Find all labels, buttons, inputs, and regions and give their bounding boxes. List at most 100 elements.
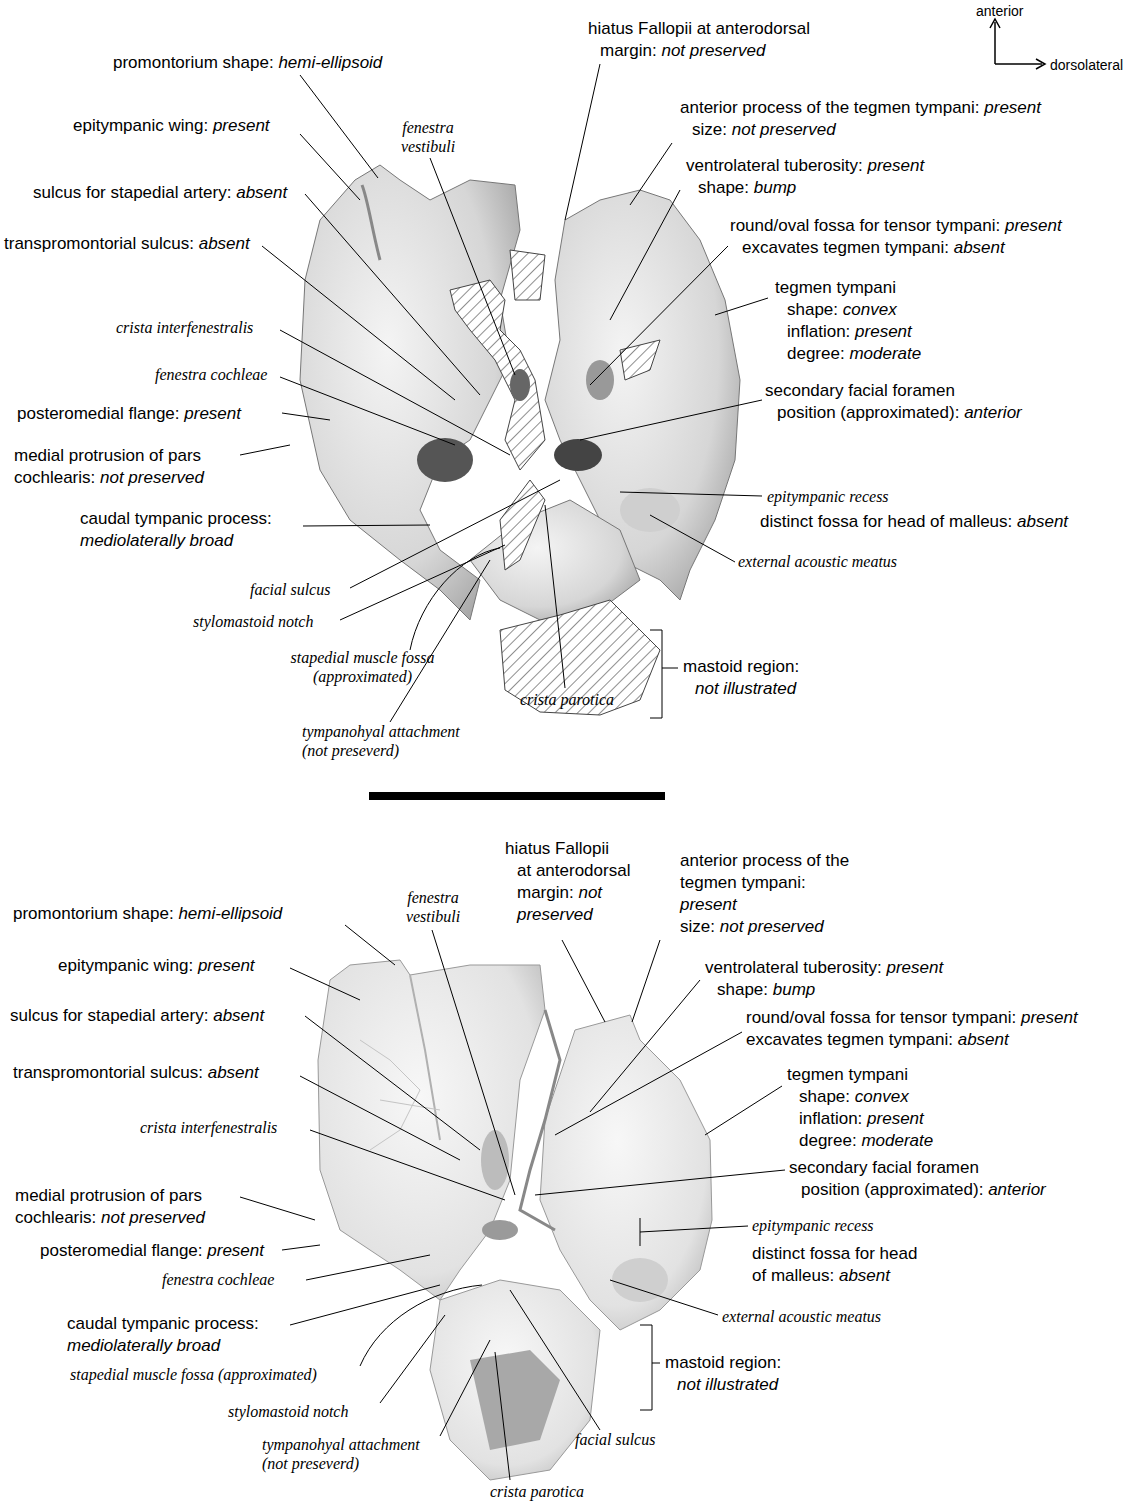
label-line: ventrolateral tuberosity:present: [705, 957, 943, 979]
value-label: bump: [773, 980, 816, 999]
label-group: hiatus Fallopiiat anterodorsalmargin:not…: [505, 838, 645, 926]
value-label: mediolaterally broad: [67, 1336, 220, 1355]
label-line: medial protrusion of pars: [15, 1185, 205, 1207]
part-label: shape:: [799, 1087, 850, 1106]
label-line: caudal tympanic process:: [67, 1313, 259, 1335]
part-label: round/oval fossa for tensor tympani:: [730, 216, 1000, 235]
label-line: epitympanic wing:present: [58, 955, 255, 977]
value-label: not preserved: [101, 1208, 205, 1227]
orientation-arrows: [990, 19, 1045, 69]
value-label: hemi-ellipsoid: [278, 53, 382, 72]
part-label: hiatus Fallopii: [505, 839, 609, 858]
value-label: moderate: [861, 1131, 933, 1150]
label-group: ventrolateral tuberosity:presentshape:bu…: [686, 155, 924, 199]
label-line: crista parotica: [520, 690, 614, 709]
part-label: tegmen tympani: [787, 1065, 908, 1084]
label-group: transpromontorial sulcus: absent: [4, 233, 250, 255]
value-label: tympanohyal attachment (not preseverd): [302, 723, 460, 759]
label-group: medial protrusion of parscochlearis:not …: [15, 1185, 205, 1229]
label-group: facial sulcus: [250, 580, 330, 599]
label-group: sulcus for stapedial artery:absent: [33, 182, 287, 204]
value-label: not preserved: [661, 41, 765, 60]
label-line: cochlearis:not preserved: [15, 1207, 205, 1229]
value-label: absent: [1017, 512, 1068, 531]
label-line: tegmen tympani: [775, 277, 921, 299]
part-label: size:: [692, 120, 727, 139]
label-line: mediolaterally broad: [67, 1335, 259, 1357]
label-line: mediolaterally broad: [80, 530, 272, 552]
part-label: shape:: [717, 980, 768, 999]
label-line: external acoustic meatus: [738, 552, 897, 571]
part-label: ventrolateral tuberosity:: [686, 156, 863, 175]
part-label: transpromontorial sulcus:: [4, 234, 194, 253]
value-label: not preserved: [732, 120, 836, 139]
part-label: caudal tympanic process:: [67, 1314, 259, 1333]
label-group: mastoid region:not illustrated: [683, 656, 799, 700]
part-label: sulcus for stapedial artery:: [33, 183, 231, 202]
part-label: position (approximated):: [801, 1180, 983, 1199]
label-group: external acoustic meatus: [738, 552, 897, 571]
label-line: size: not preserved: [680, 119, 1041, 141]
label-line: external acoustic meatus: [722, 1307, 881, 1326]
value-label: present: [198, 956, 255, 975]
part-label: anterior process of the: [680, 851, 849, 870]
label-line: posteromedial flange:present: [40, 1240, 264, 1262]
label-line: tympanohyal attachment (not preseverd): [302, 722, 482, 760]
label-group: round/oval fossa for tensor tympani:pres…: [746, 1007, 1078, 1051]
part-label: hiatus Fallopii at anterodorsal: [588, 19, 810, 38]
label-group: facial sulcus: [575, 1430, 655, 1449]
label-line: anterior: [976, 2, 1023, 20]
label-line: dorsolateral: [1050, 56, 1123, 74]
part-label: margin:: [517, 883, 574, 902]
value-label: absent: [958, 1030, 1009, 1049]
part-label: margin:: [600, 41, 657, 60]
label-line: tegmen tympani:: [680, 872, 849, 894]
label-group: transpromontorial sulcus:absent: [13, 1062, 259, 1084]
value-label: external acoustic meatus: [738, 553, 897, 570]
label-line: not illustrated: [665, 1374, 781, 1396]
part-label: excavates tegmen tympani:: [742, 238, 949, 257]
label-group: external acoustic meatus: [722, 1307, 881, 1326]
label-group: crista interfenestralis: [140, 1118, 277, 1137]
label-group: fenestra vestibuli: [390, 118, 466, 156]
label-group: medial protrusion of parscochlearis:not …: [14, 445, 204, 489]
label-line: not illustrated: [683, 678, 799, 700]
label-line: stapedial muscle fossa (approximated): [70, 1365, 317, 1384]
label-line: facial sulcus: [250, 580, 330, 599]
part-label: inflation:: [799, 1109, 862, 1128]
value-label: absent: [199, 234, 250, 253]
label-line: size:not preserved: [680, 916, 849, 938]
label-group: stapedial muscle fossa (approximated): [275, 648, 450, 686]
label-line: promontorium shape:hemi-ellipsoid: [113, 52, 382, 74]
part-label: posteromedial flange:: [40, 1241, 203, 1260]
label-line: fenestra cochleae: [162, 1270, 274, 1289]
label-line: hiatus Fallopii: [505, 838, 645, 860]
part-label: distinct fossa for head: [752, 1244, 917, 1263]
value-label: anterior: [964, 403, 1022, 422]
label-group: distinct fossa for head of malleus:absen…: [760, 511, 1068, 533]
part-label: mastoid region:: [665, 1353, 781, 1372]
part-label: dorsolateral: [1050, 57, 1123, 73]
value-label: facial sulcus: [575, 1431, 655, 1448]
value-label: not preserved: [100, 468, 204, 487]
label-line: distinct fossa for head of malleus:absen…: [760, 511, 1068, 533]
label-line: position (approximated):anterior: [789, 1179, 1046, 1201]
value-label: fenestra cochleae: [162, 1271, 274, 1288]
value-label: crista parotica: [520, 691, 614, 708]
value-label: convex: [855, 1087, 909, 1106]
label-line: anterior process of the tegmen tympani:p…: [680, 97, 1041, 119]
label-group: promontorium shape:hemi-ellipsoid: [113, 52, 382, 74]
part-label: sulcus for stapedial artery:: [10, 1006, 208, 1025]
label-line: stapedial muscle fossa (approximated): [275, 648, 450, 686]
label-line: secondary facial foramen: [789, 1157, 1046, 1179]
label-line: degree:moderate: [787, 1130, 933, 1152]
label-group: stylomastoid notch: [228, 1402, 348, 1421]
value-label: stylomastoid notch: [228, 1403, 348, 1420]
part-label: at anterodorsal: [517, 861, 630, 880]
value-label: crista interfenestralis: [140, 1119, 277, 1136]
label-line: tympanohyal attachment (not preseverd): [262, 1435, 437, 1473]
label-line: round/oval fossa for tensor tympani:pres…: [746, 1007, 1078, 1029]
value-label: fenestra cochleae: [155, 366, 267, 383]
label-group: tympanohyal attachment (not preseverd): [302, 722, 482, 760]
value-label: moderate: [849, 344, 921, 363]
